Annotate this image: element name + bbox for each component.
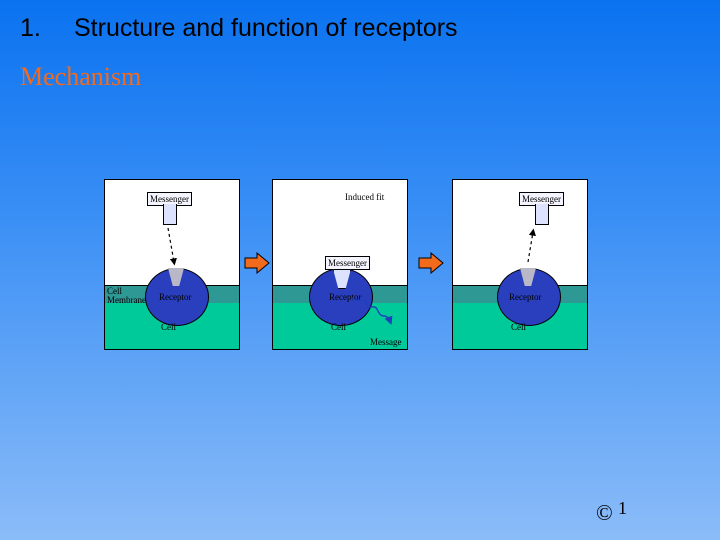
induced-fit-heading: Induced fit [345,192,385,202]
receptor-label: Receptor [329,292,362,302]
step-arrow-2 [418,252,444,274]
binding-pocket [520,268,536,286]
cell-label: Cell [331,322,346,332]
message-label: Message [370,337,402,347]
panel-after-release: Messenger Receptor Cell [452,179,588,350]
messenger-stem [535,204,549,225]
page-number: 1 [618,498,627,518]
panel-before-binding: Messenger Receptor Cell [104,179,240,350]
signal-squiggle [351,297,393,325]
release-arrow [527,228,536,263]
receptor [145,268,209,326]
slide-number: 1. [20,14,41,42]
slide-title-text: Structure and function of receptors [74,14,458,42]
slide-subtitle: Mechanism [20,62,142,91]
copyright-symbol: © [596,500,613,525]
cell-label: Cell [161,322,176,332]
cell-label: Cell [511,322,526,332]
receptor-label: Receptor [159,292,192,302]
panel-induced-fit: Induced fit Messenger Receptor Cell [272,179,408,350]
messenger-stem [163,204,177,225]
receptor-label: Receptor [509,292,542,302]
step-arrow-1 [244,252,270,274]
binding-pocket [168,268,184,286]
cell-membrane-label: Cell Membrane [107,286,146,305]
binding-arrow [167,227,177,266]
receptor [309,268,373,326]
